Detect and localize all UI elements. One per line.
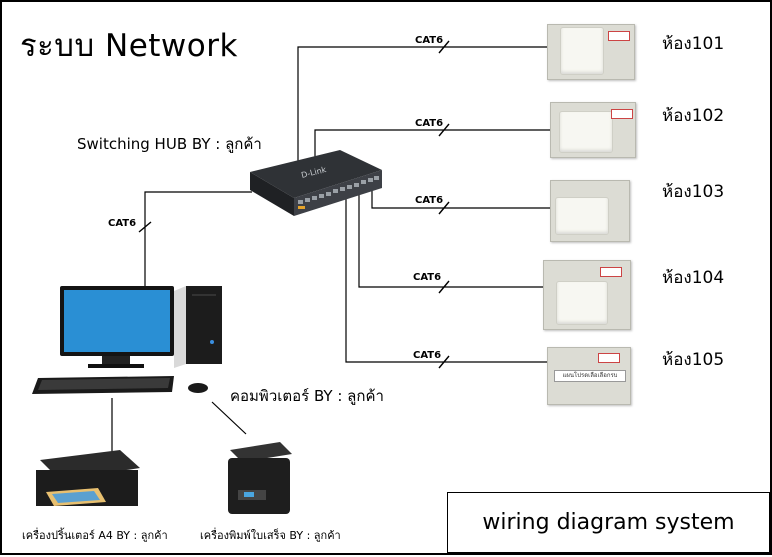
sticker-icon [608,31,630,41]
cable-mark [438,201,450,215]
cable-label: CAT6 [413,350,442,361]
room-label-105: ห้อง105 [662,350,725,370]
cable-mark [438,355,450,369]
sticker-icon [600,267,622,277]
mouse-icon [188,383,208,393]
network-outlet-icon [556,281,608,325]
cable-mark [438,40,450,54]
receipt-printer-label: เครื่องพิมพ์ใบเสร็จ BY : ลูกค้า [200,529,341,542]
wire-receipt-printer [211,401,247,435]
wall-plate-101 [547,24,635,80]
switch-label: Switching HUB BY : ลูกค้า [77,135,262,153]
diagram-title: ระบบ Network [20,28,238,64]
sticker-icon [598,353,620,363]
computer-tower-icon [174,286,222,368]
network-outlet-icon [559,111,613,153]
cable-label: CAT6 [415,118,444,129]
computer-label: คอมพิวเตอร์ BY : ลูกค้า [230,387,384,405]
wall-plate-102 [550,102,636,158]
plate-label-strip: แผนโปรดเลือเลือกรบ [554,370,626,382]
cable-label: CAT6 [415,35,444,46]
receipt-printer-icon [228,442,292,514]
footer-caption: wiring diagram system [447,492,770,553]
wall-plate-105: แผนโปรดเลือเลือกรบ [547,347,631,405]
room-label-101: ห้อง101 [662,34,725,54]
cable-label: CAT6 [415,195,444,206]
cable-label: CAT6 [108,218,137,229]
cable-mark [138,221,152,233]
room-label-102: ห้อง102 [662,106,725,126]
wire-room-101 [297,46,547,162]
room-label-104: ห้อง104 [662,268,725,288]
keyboard-icon [32,376,174,394]
wall-plate-103 [550,180,630,242]
computer-monitor-icon [60,286,174,368]
wire-room-105 [345,197,547,363]
cable-mark [438,280,450,294]
switch-hub-icon: D-Link [250,150,382,216]
printer-label: เครื่องปริ้นเตอร์ A4 BY : ลูกค้า [22,529,168,542]
wire-room-102 [314,129,550,160]
network-outlet-icon [555,197,609,235]
wire-room-103 [371,190,550,209]
footer-text: wiring diagram system [482,510,735,535]
printer-icon [36,450,140,506]
cable-label: CAT6 [413,272,442,283]
sticker-icon [611,109,633,119]
wire-room-104 [358,194,543,288]
wire-computer [144,191,252,288]
wall-plate-104 [543,260,631,330]
cable-mark [438,123,450,137]
room-label-103: ห้อง103 [662,182,725,202]
network-outlet-icon [560,27,604,75]
